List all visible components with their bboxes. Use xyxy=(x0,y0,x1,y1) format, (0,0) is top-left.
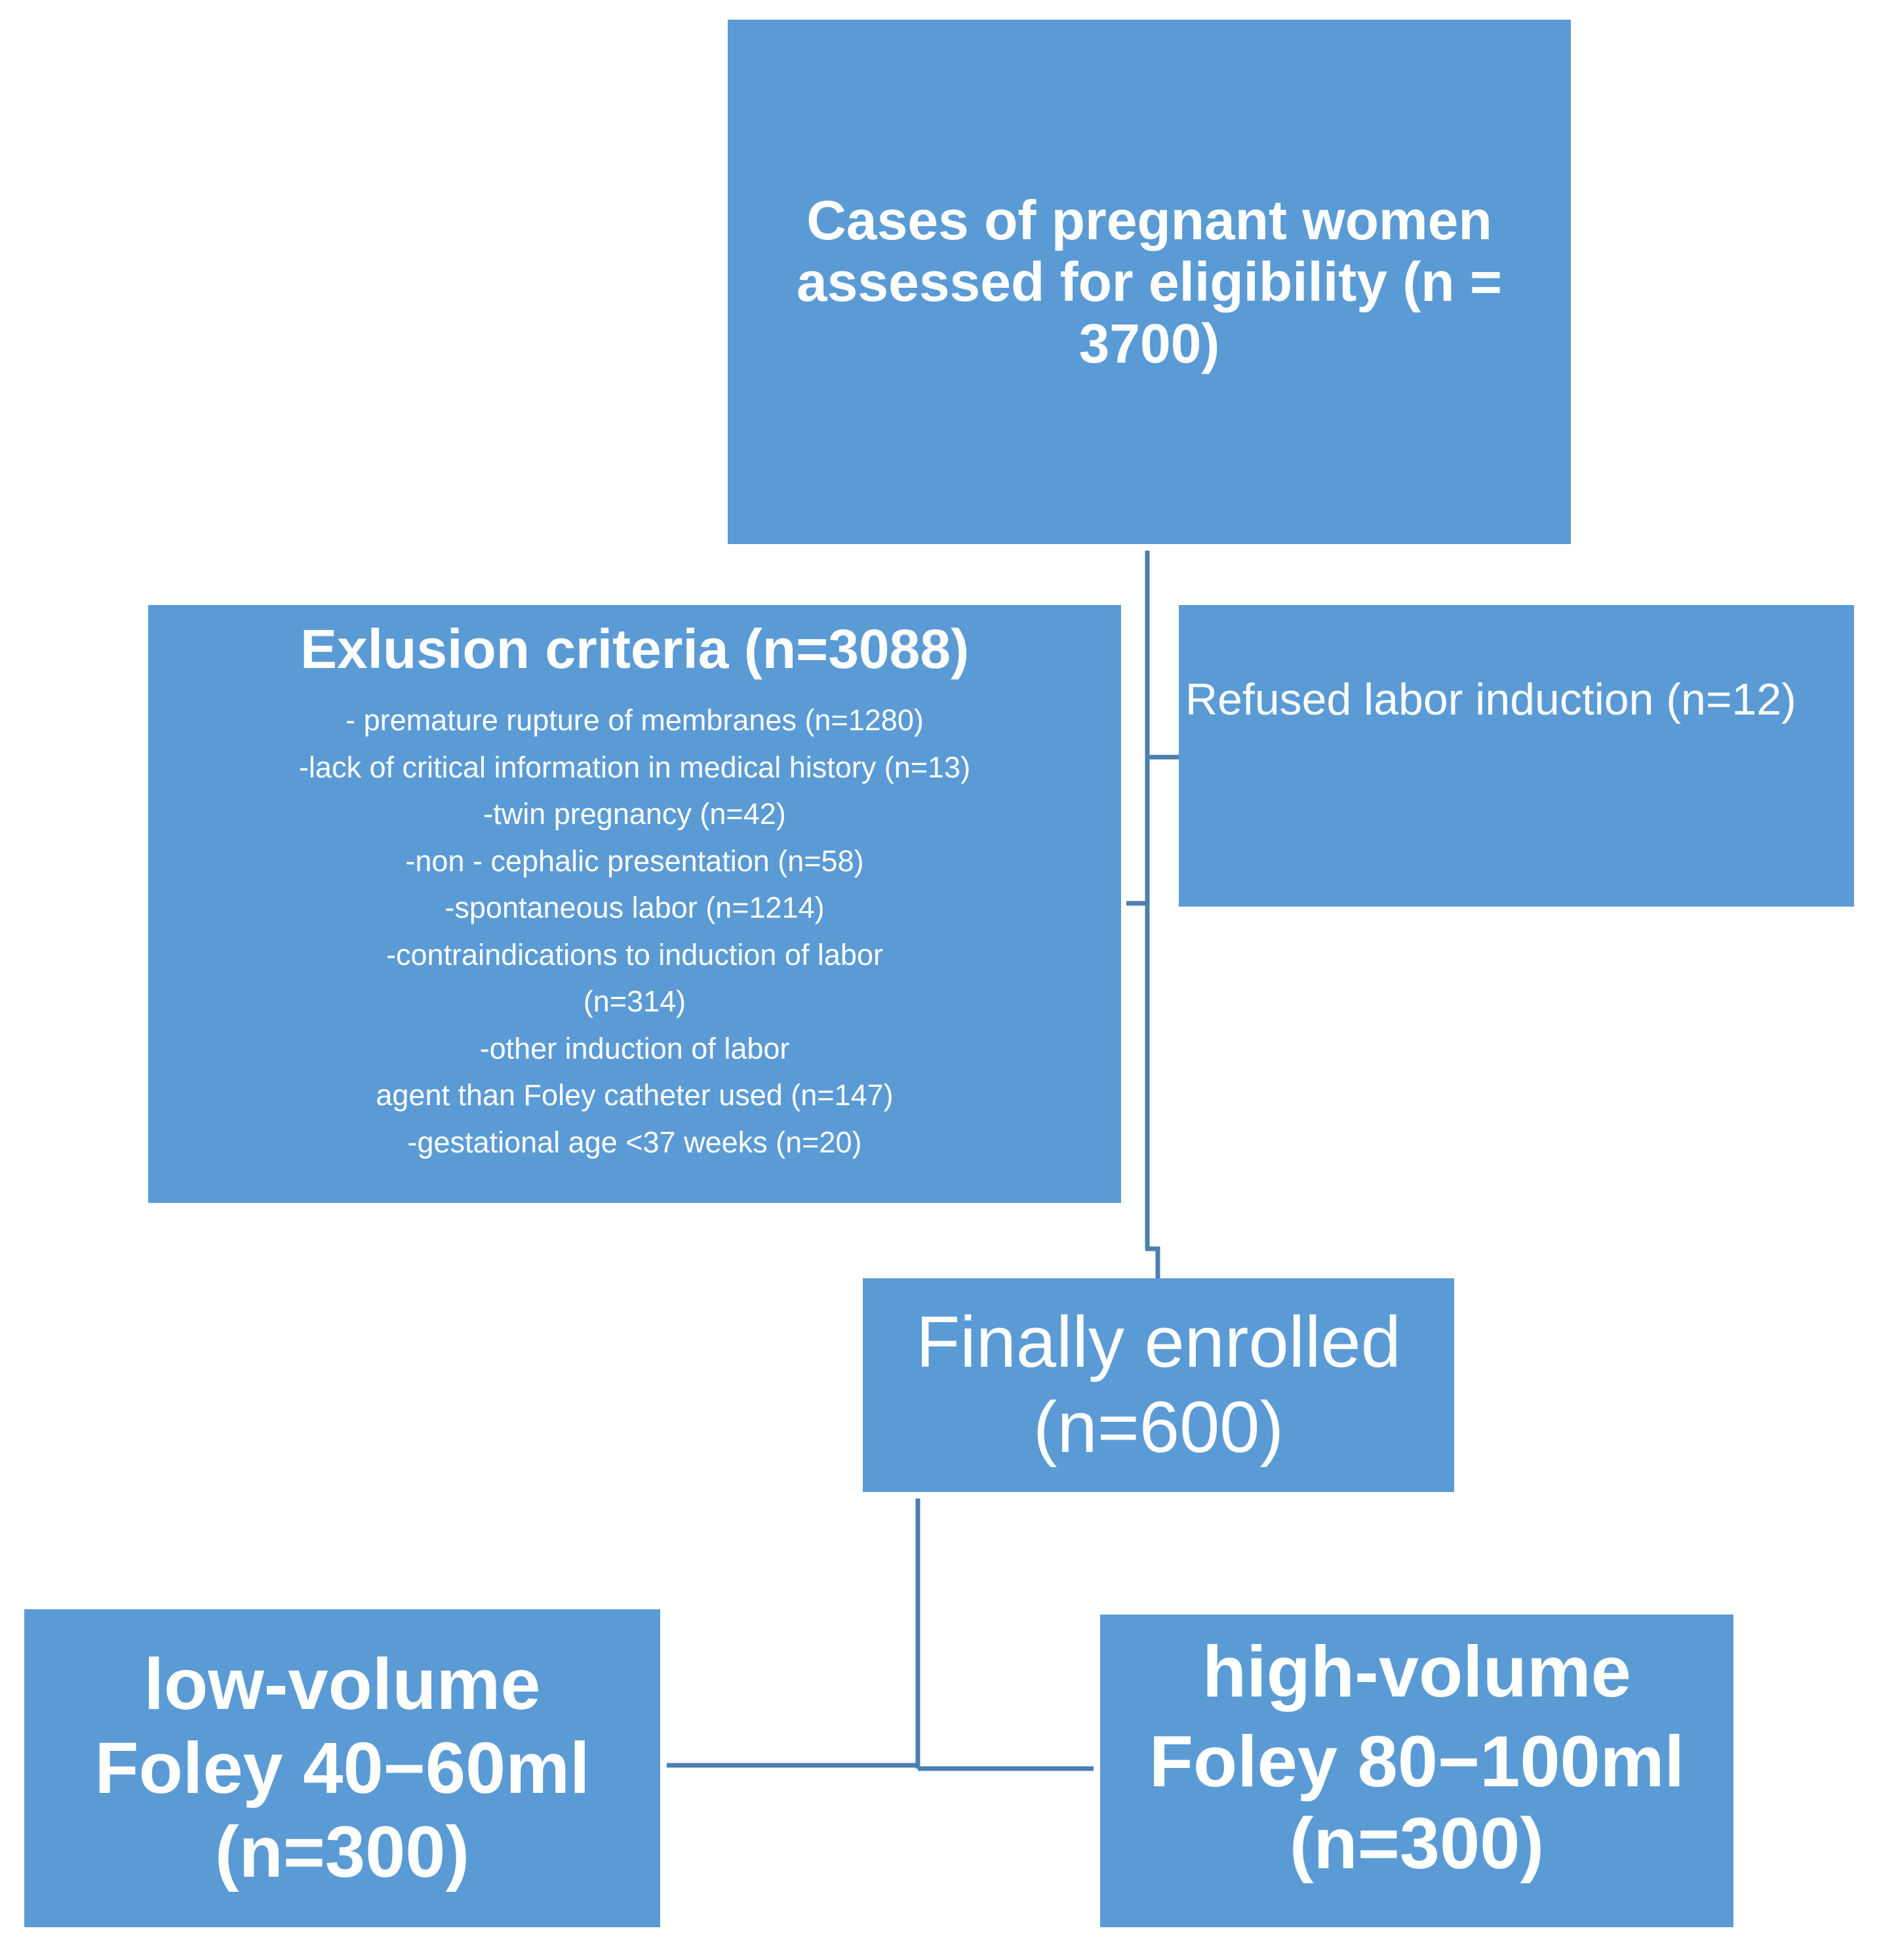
exclusion-item: -spontaneous labor (n=1214) xyxy=(445,891,825,924)
low-volume-foley-text: low-volume Foley 40−60ml (n=300) xyxy=(94,1643,589,1894)
low-volume-line-1: low-volume xyxy=(144,1643,541,1725)
assessed-line-1: Cases of pregnant women xyxy=(806,189,1492,251)
high-volume-line-3: (n=300) xyxy=(1289,1803,1545,1884)
low-volume-line-3: (n=300) xyxy=(214,1811,470,1892)
refused-induction-text: Refused labor induction (n=12) xyxy=(1185,675,1796,724)
low-volume-line-2: Foley 40−60ml xyxy=(94,1727,590,1809)
refused-induction-box: Refused labor induction (n=12) xyxy=(1179,605,1854,907)
high-volume-line-2: Foley 80−100ml xyxy=(1149,1721,1685,1802)
exclusion-criteria-list: - premature rupture of membranes (n=1280… xyxy=(148,697,1121,1166)
exclusion-item: -contraindications to induction of labor xyxy=(386,937,883,971)
exclusion-item: -twin pregnancy (n=42) xyxy=(483,797,786,831)
exclusion-item: -other induction of labor xyxy=(479,1031,790,1065)
enrolled-line-2: (n=600) xyxy=(1033,1387,1284,1468)
exclusion-item: -non - cephalic presentation (n=58) xyxy=(405,844,864,878)
exclusion-item: agent than Foley catheter used (n=147) xyxy=(376,1078,894,1112)
finally-enrolled-box: Finally enrolled (n=600) xyxy=(863,1278,1454,1492)
exclusion-item: -lack of critical information in medical… xyxy=(298,750,971,784)
assessed-line-3: 3700) xyxy=(1078,313,1220,374)
exclusion-item: (n=314) xyxy=(583,985,686,1018)
assessed-eligibility-box: Cases of pregnant women assessed for eli… xyxy=(728,20,1571,544)
exclusion-item: -gestational age <37 weeks (n=20) xyxy=(407,1125,862,1159)
low-volume-foley-box: low-volume Foley 40−60ml (n=300) xyxy=(24,1609,660,1927)
exclusion-criteria-title: Exlusion criteria (n=3088) xyxy=(300,618,970,680)
connector-to-enrolled xyxy=(1145,1246,1160,1278)
high-volume-line-1: high-volume xyxy=(1202,1632,1631,1712)
enrolled-line-1: Finally enrolled xyxy=(916,1302,1401,1382)
finally-enrolled-text: Finally enrolled (n=600) xyxy=(916,1300,1401,1470)
exclusion-item: - premature rupture of membranes (n=1280… xyxy=(346,703,924,737)
exclusion-criteria-box: Exlusion criteria (n=3088) - premature r… xyxy=(148,605,1121,1203)
assessed-line-2: assessed for eligibility (n = xyxy=(796,251,1503,313)
assessed-eligibility-text: Cases of pregnant women assessed for eli… xyxy=(797,189,1502,374)
high-volume-foley-box: high-volume Foley 80−100ml (n=300) xyxy=(1100,1615,1733,1927)
